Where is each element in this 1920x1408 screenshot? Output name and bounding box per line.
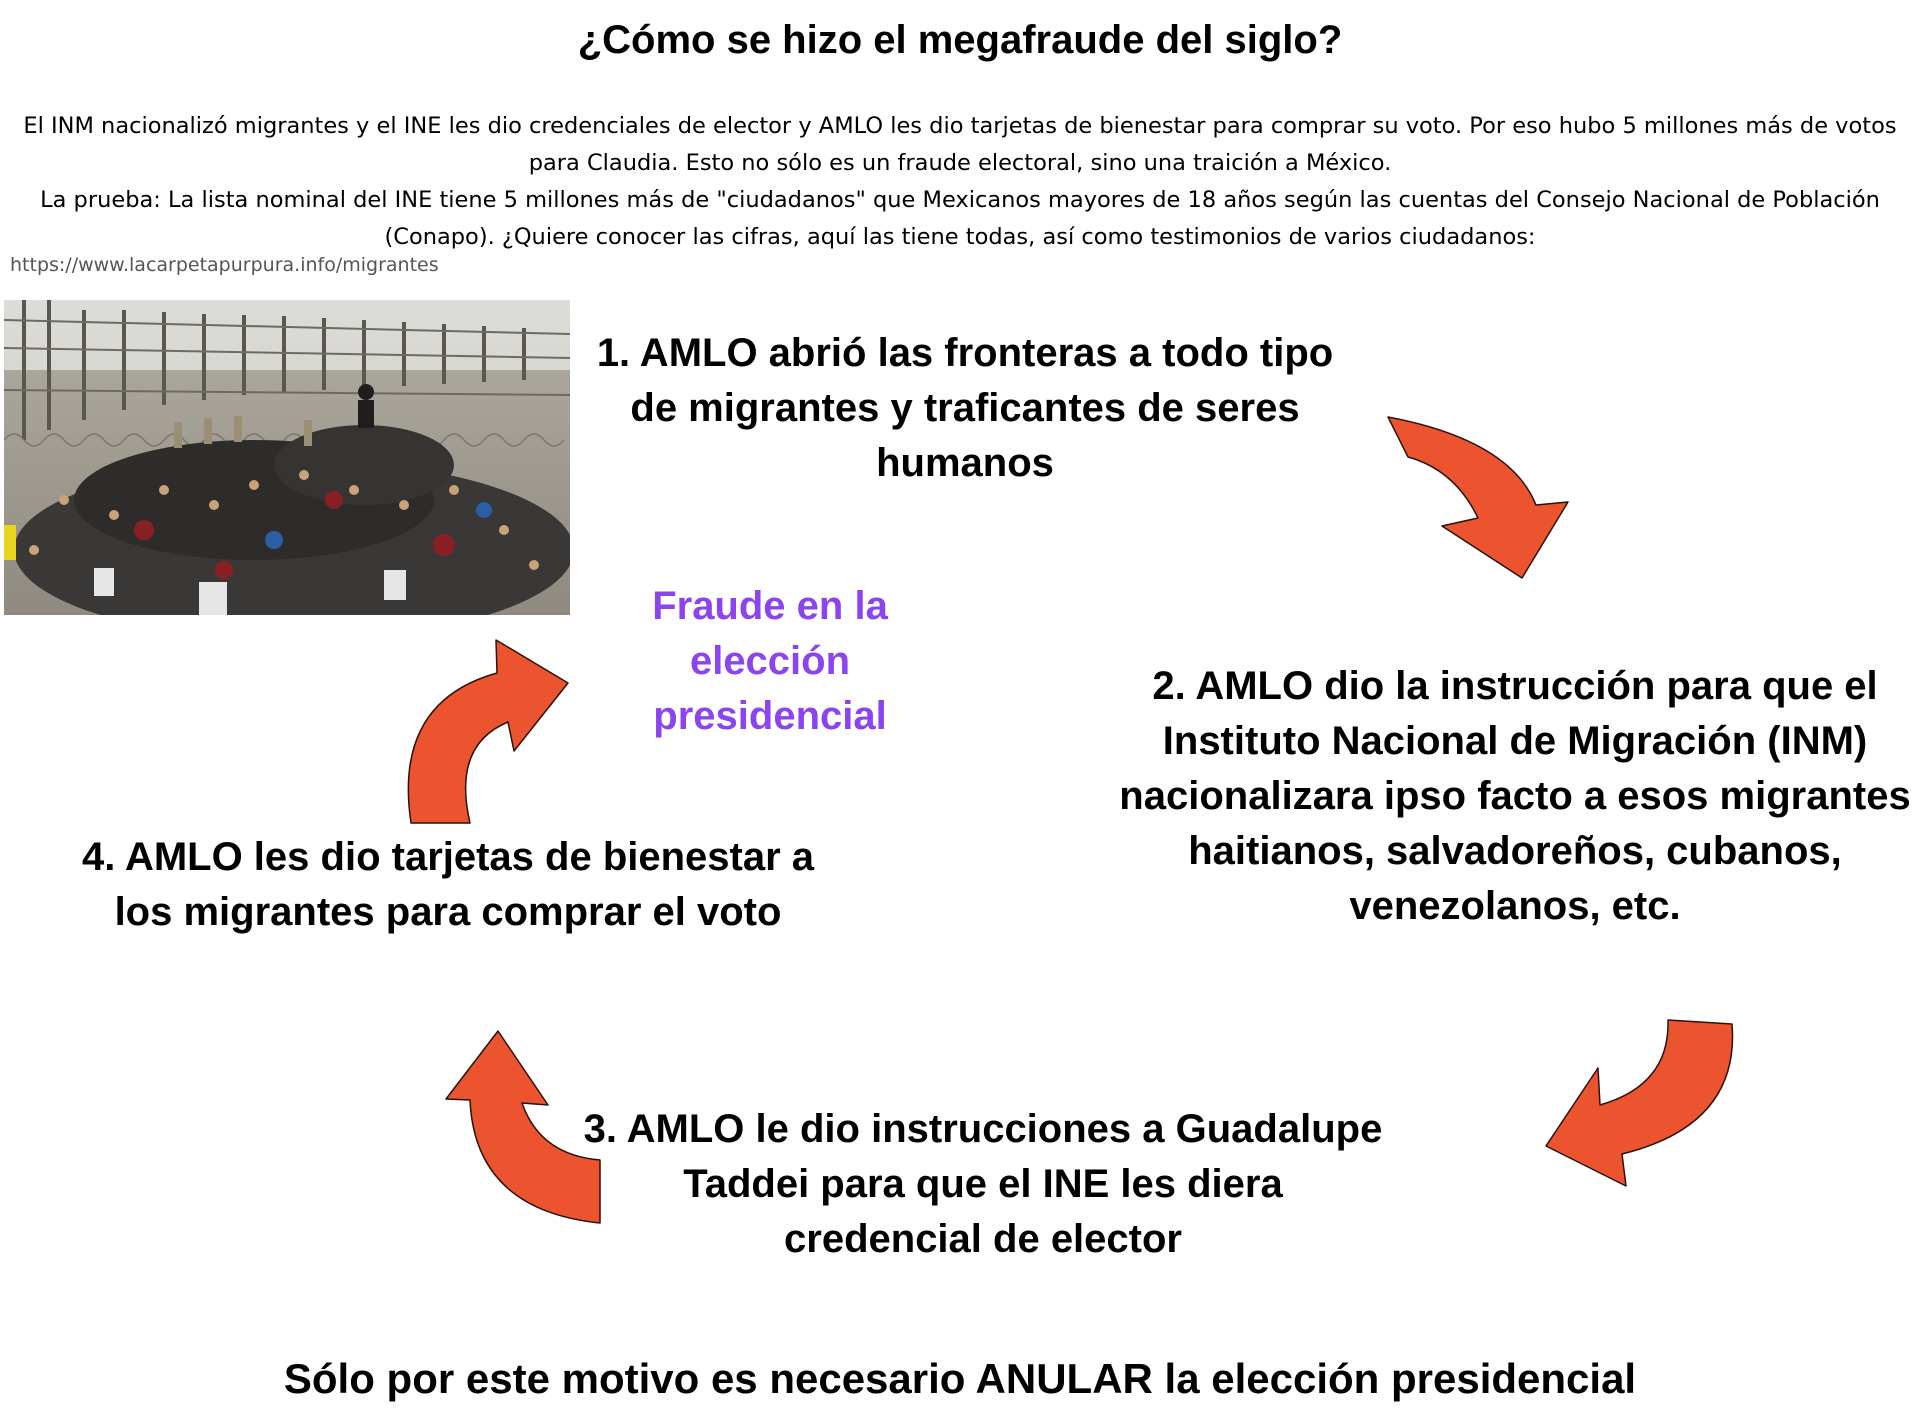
intro-paragraph-2: La prueba: La lista nominal del INE tien…: [40, 187, 1880, 250]
step-3-text: 3. AMLO le dio instrucciones a Guadalupe…: [583, 1107, 1383, 1261]
border-crowd-photo: [4, 300, 570, 615]
intro-text: El INM nacionalizó migrantes y el INE le…: [8, 108, 1912, 256]
step-4-text: 4. AMLO les dio tarjetas de bienestar a …: [81, 835, 815, 934]
curved-arrow-icon: [1545, 1019, 1734, 1187]
border-crowd-illustration: [4, 300, 570, 615]
curved-arrow-icon: [1387, 416, 1569, 579]
intro-paragraph-1: El INM nacionalizó migrantes y el INE le…: [23, 113, 1897, 176]
curved-arrow-icon: [445, 1030, 601, 1224]
curved-arrow-icon: [407, 639, 569, 824]
step-2-text: 2. AMLO dio la instrucción para que el I…: [1119, 664, 1911, 928]
page-title: ¿Cómo se hizo el megafraude del siglo?: [577, 18, 1343, 62]
step-1-text: 1. AMLO abrió las fronteras a todo tipo …: [596, 331, 1334, 485]
center-label: Fraude en la elección presidencial: [652, 584, 888, 738]
source-link[interactable]: https://www.lacarpetapurpura.info/migran…: [10, 254, 439, 276]
footer-statement: Sólo por este motivo es necesario ANULAR…: [283, 1355, 1637, 1402]
